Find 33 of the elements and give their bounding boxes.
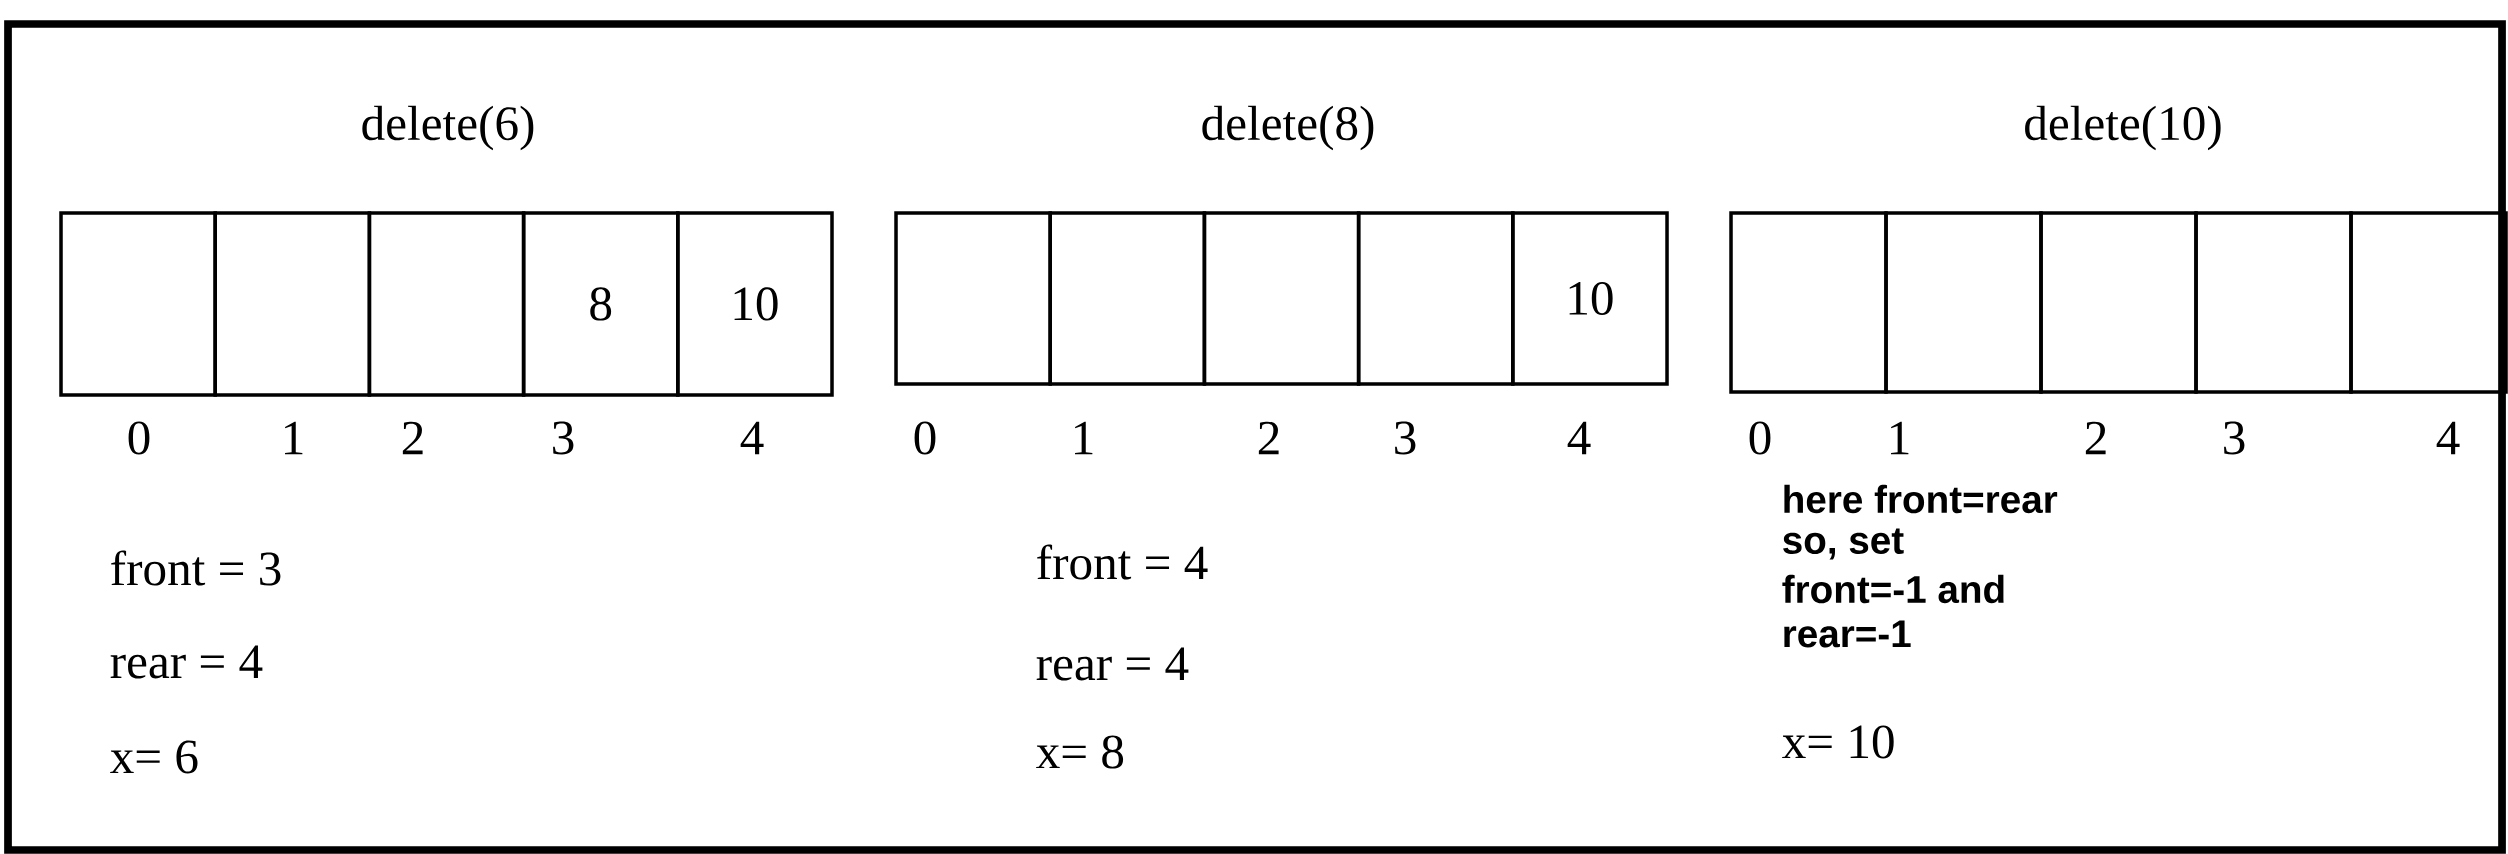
state-note: rear = 4 (1036, 647, 1189, 681)
index-number: 4 (1567, 421, 1591, 455)
array-cell (2349, 211, 2508, 394)
array-cell: 8 (521, 211, 680, 397)
state-note: x= 10 (1782, 725, 1894, 759)
index-number: 3 (553, 421, 574, 455)
state-note: front = 4 (1037, 544, 1208, 580)
state-note: so, set (1783, 528, 1904, 560)
index-number: 1 (1891, 421, 1909, 455)
state-note: here front=rear (1784, 484, 2058, 514)
index-number: 0 (128, 421, 150, 455)
index-number: 3 (1395, 421, 1416, 455)
array-cell: 10 (676, 211, 834, 397)
state-note: rear = 4 (110, 645, 263, 679)
array-cell: 10 (1511, 211, 1669, 386)
index-number: 0 (914, 421, 936, 455)
state-note: rear=-1 (1784, 620, 1911, 648)
index-number: 2 (2085, 421, 2106, 455)
operation-title: delete(8) (1202, 105, 1374, 151)
state-note: x= 8 (1036, 735, 1124, 769)
state-note: x= 6 (110, 740, 198, 774)
state-note: front = 3 (111, 550, 281, 586)
index-number: 2 (402, 421, 423, 455)
index-number: 2 (1258, 421, 1279, 455)
index-number: 1 (1075, 421, 1093, 455)
index-number: 3 (2224, 421, 2245, 455)
index-number: 4 (740, 421, 764, 455)
index-number: 4 (2436, 421, 2460, 455)
operation-title: delete(10) (2025, 105, 2221, 151)
index-number: 1 (285, 421, 303, 455)
operation-title: delete(6) (362, 105, 534, 151)
index-number: 0 (1749, 421, 1771, 455)
state-note: front=-1 and (1782, 574, 2004, 604)
